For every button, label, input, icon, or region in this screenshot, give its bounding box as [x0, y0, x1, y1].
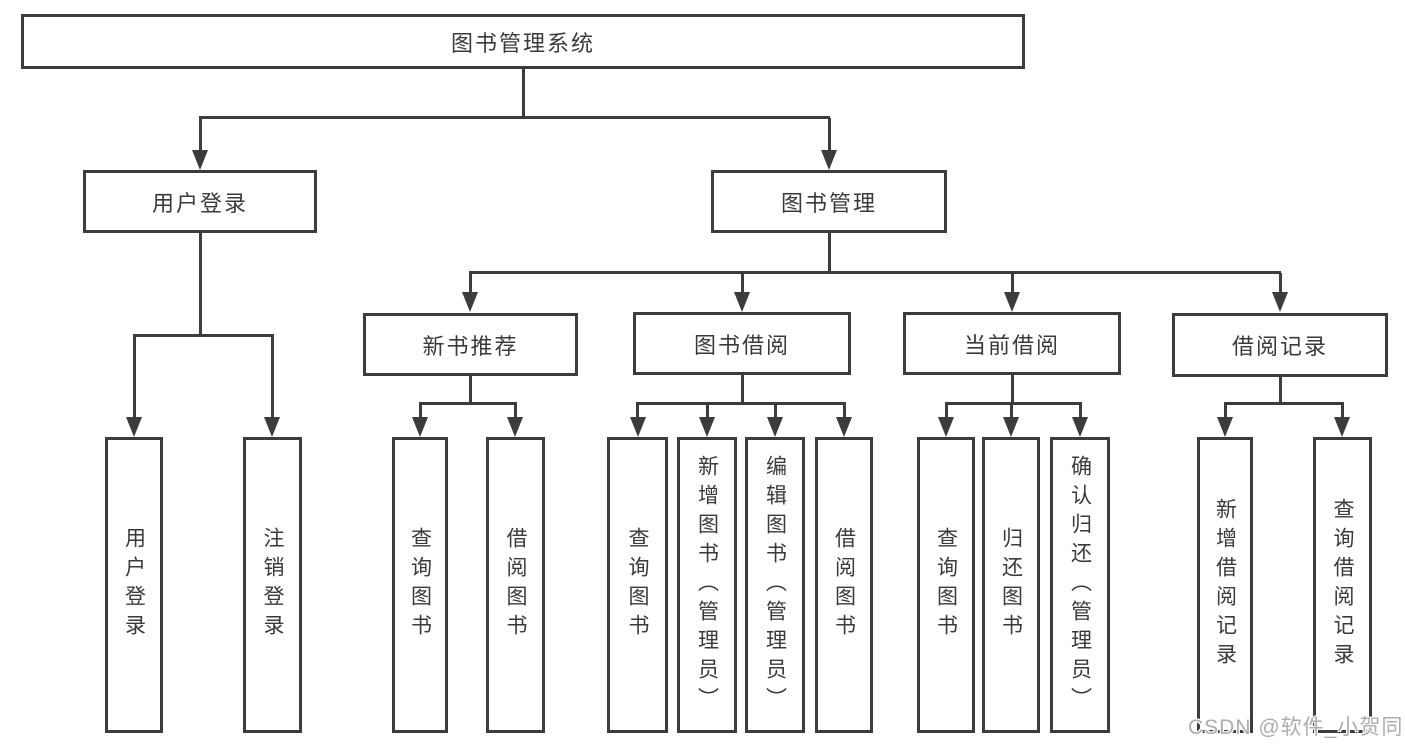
arrow-to-leaf-logout: [264, 417, 280, 437]
connector-g2-stem-1: [636, 404, 639, 418]
leaf-recommend-query-books-label: 查询图书: [408, 527, 432, 643]
leaf-borrow-borrow-books: 借阅图书: [815, 437, 873, 733]
leaf-current-return-books: 归还图书: [982, 437, 1040, 733]
connector-stem-user-login: [198, 118, 202, 152]
leaf-logout-label: 注销登录: [261, 527, 284, 643]
leaf-borrow-edit-books-admin-label: 编辑图书（管理员）: [763, 454, 787, 716]
leaf-record-add-record-label: 新增借阅记录: [1213, 498, 1237, 672]
node-book-borrow-label: 图书借阅: [693, 332, 790, 358]
leaf-record-query-record: 查询借阅记录: [1313, 437, 1372, 733]
connector-g2-stem-3: [773, 404, 777, 418]
arrow-to-user-login: [192, 150, 208, 170]
connector-g4-stem-2: [1341, 404, 1344, 418]
arrow-g2-leaf-2: [699, 417, 715, 437]
connector-g3-stem-1: [944, 404, 948, 418]
arrow-g2-leaf-4: [836, 417, 852, 437]
connector-root-splitter: [198, 116, 830, 119]
connector-g2-stem-4: [842, 404, 846, 418]
connector-g4-drop: [1278, 377, 1282, 403]
leaf-recommend-borrow-books: 借阅图书: [486, 437, 545, 733]
connector-stem-leaf-user-login: [132, 336, 136, 418]
connector-g4-splitter: [1223, 402, 1344, 405]
leaf-borrow-add-books-admin: 新增图书（管理员）: [677, 437, 737, 733]
arrow-to-book-management: [821, 150, 837, 170]
connector-stem-book-management: [827, 118, 831, 152]
leaf-current-query-books-label: 查询图书: [934, 527, 958, 643]
connector-g3-splitter: [944, 402, 1082, 405]
connector-g2-stem-2: [705, 404, 709, 418]
arrow-g3-leaf-1: [938, 417, 954, 437]
arrow-to-borrow-record: [1272, 292, 1288, 312]
arrow-g2-leaf-1: [630, 417, 646, 437]
leaf-record-query-record-label: 查询借阅记录: [1331, 498, 1354, 672]
connector-g3-drop: [1010, 375, 1014, 403]
connector-g3-stem-3: [1078, 404, 1082, 418]
csdn-watermark: CSDN @软件_小贺同学: [1188, 716, 1405, 739]
connector-g1-drop: [468, 376, 472, 403]
node-borrow-record: 借阅记录: [1172, 313, 1388, 377]
connector-g1-stem-1: [418, 404, 422, 418]
node-new-book-recommend: 新书推荐: [363, 313, 578, 376]
node-book-management: 图书管理: [711, 170, 947, 233]
connector-stem-current-borrow: [1010, 273, 1014, 293]
connector-level3-splitter: [468, 271, 1281, 274]
leaf-user-login-label: 用户登录: [122, 527, 146, 643]
leaf-borrow-add-books-admin-label: 新增图书（管理员）: [695, 454, 719, 716]
leaf-record-add-record: 新增借阅记录: [1197, 437, 1253, 733]
connector-stem-borrow-record: [1278, 273, 1282, 293]
connector-user-login-splitter: [132, 334, 274, 337]
leaf-current-query-books: 查询图书: [917, 437, 975, 733]
leaf-borrow-query-books-label: 查询图书: [626, 527, 649, 643]
arrow-to-current-borrow: [1004, 292, 1020, 312]
connector-g2-drop: [740, 375, 744, 403]
leaf-borrow-borrow-books-label: 借阅图书: [832, 527, 856, 643]
connector-stem-new-book: [468, 273, 472, 293]
connector-g1-stem-2: [513, 404, 517, 418]
arrow-g3-leaf-2: [1003, 417, 1019, 437]
arrow-g2-leaf-3: [767, 417, 783, 437]
arrow-to-new-book: [462, 292, 478, 312]
arrow-g4-leaf-1: [1217, 417, 1233, 437]
node-borrow-record-label: 借阅记录: [1231, 334, 1328, 359]
leaf-borrow-edit-books-admin: 编辑图书（管理员）: [745, 437, 805, 733]
leaf-user-login: 用户登录: [105, 437, 163, 733]
connector-g1-splitter: [418, 402, 517, 405]
node-new-book-recommend-label: 新书推荐: [422, 333, 519, 359]
connector-book-management-drop: [827, 233, 831, 273]
node-current-borrow-label: 当前借阅: [963, 332, 1060, 358]
connector-stem-leaf-logout: [270, 336, 274, 418]
arrow-g4-leaf-2: [1334, 417, 1350, 437]
leaf-recommend-borrow-books-label: 借阅图书: [504, 527, 527, 643]
connector-g3-stem-2: [1009, 404, 1013, 418]
leaf-current-confirm-return-admin-label: 确认归还（管理员）: [1068, 454, 1092, 716]
leaf-borrow-query-books: 查询图书: [607, 437, 668, 733]
connector-stem-book-borrow: [740, 273, 744, 293]
node-book-borrow: 图书借阅: [633, 312, 851, 375]
node-user-login: 用户登录: [83, 170, 317, 233]
arrow-g3-leaf-3: [1072, 417, 1088, 437]
node-book-management-label: 图书管理: [780, 190, 877, 216]
connector-root-drop: [521, 69, 525, 118]
leaf-current-confirm-return-admin: 确认归还（管理员）: [1050, 437, 1110, 733]
leaf-recommend-query-books: 查询图书: [392, 437, 448, 733]
arrow-to-leaf-user-login: [126, 417, 142, 437]
leaf-current-return-books-label: 归还图书: [999, 527, 1023, 643]
node-current-borrow: 当前借阅: [903, 312, 1121, 375]
node-root: 图书管理系统: [21, 14, 1025, 69]
arrow-to-book-borrow: [734, 292, 750, 312]
arrow-g1-leaf-2: [507, 417, 523, 437]
connector-g4-stem-1: [1223, 404, 1227, 418]
node-user-login-label: 用户登录: [151, 190, 248, 216]
connector-user-login-drop: [198, 233, 202, 336]
connector-g2-splitter: [636, 402, 846, 405]
leaf-logout: 注销登录: [243, 437, 302, 733]
node-root-label: 图书管理系统: [450, 30, 595, 56]
arrow-g1-leaf-1: [412, 417, 428, 437]
